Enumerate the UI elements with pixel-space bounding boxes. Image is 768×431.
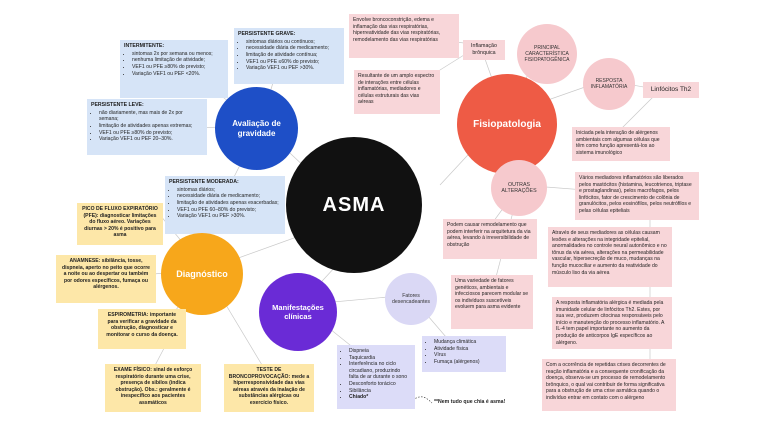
grave-title: PERSISTENTE GRAVE: xyxy=(238,31,296,37)
fator-item: Fumaça (alérgenos) xyxy=(434,359,502,366)
resposta-label: RESPOSTA INFLAMATÓRIA xyxy=(590,78,628,90)
grave-item: Variação VEF1 ou PEF >30%. xyxy=(246,65,340,72)
box-broncoprovocacao: TESTE DE BRONCOPROVOCAÇÃO: mede a hiperr… xyxy=(224,364,314,412)
box-intermitente: INTERMITENTE: sintomas 2x por semana ou … xyxy=(120,40,228,98)
box-ocorrencia: Com a ocorrência de repetidas crises dec… xyxy=(542,359,676,411)
grave-item: necessidade diária de medicamento; xyxy=(246,45,340,52)
box-exame-fisico: EXAME FÍSICO: sinal de esforço respirató… xyxy=(105,364,201,412)
intermitente-item: nenhuma limitação de atividade; xyxy=(132,57,224,64)
leve-item: VEF1 ou PFE ≥80% do previsto; xyxy=(99,130,203,137)
mediadores-text: Vários mediadores inflamatórios são libe… xyxy=(579,175,692,215)
center-node-asma: ASMA xyxy=(286,137,422,273)
ocorrencia-text: Com a ocorrência de repetidas crises dec… xyxy=(546,362,666,402)
box1-text: Envolve broncoconstrição, edema e inflam… xyxy=(353,17,441,43)
box-persistente-moderada: PERSISTENTE MODERADA: sintomas diários; … xyxy=(165,176,285,234)
leve-item: Variação VEF1 ou PEF 20–30%. xyxy=(99,136,203,143)
bronco-text: TESTE DE BRONCOPROVOCAÇÃO: mede a hiperr… xyxy=(228,367,310,407)
leve-item: não diariamente, mas mais de 2x por sema… xyxy=(99,110,203,123)
inflamacao-label: Inflamação brônquica xyxy=(471,43,497,56)
box-pfe: PICO DE FLUXO EXPIRATÓRIO (PFE): diagnos… xyxy=(77,203,163,245)
moderada-item: VEF1 ou PFE 60–80% do previsto; xyxy=(177,207,281,214)
box-fatores: Mudança climática Atividade física Vírus… xyxy=(422,336,506,372)
intermitente-item: VEF1 ou PFE ≥80% do previsto; xyxy=(132,64,224,71)
node-diagnostico: Diagnóstico xyxy=(161,233,243,315)
box-envolve: Envolve broncoconstrição, edema e inflam… xyxy=(349,14,459,58)
symptom-item: Taquicardia xyxy=(349,355,411,362)
node-manifestacoes: Manifestações clínicas xyxy=(259,273,337,351)
leve-item: limitação de atividades apenas extremas; xyxy=(99,123,203,130)
symptom-item: Desconforto torácico xyxy=(349,381,411,388)
box-resultante: Resultante de um amplo espectro de inter… xyxy=(354,70,440,114)
box-outras-2: Uma variedade de fatores genéticos, ambi… xyxy=(451,275,533,329)
box-persistente-grave: PERSISTENTE GRAVE: sintomas diários ou c… xyxy=(234,28,344,84)
moderada-item: necessidade diária de medicamento; xyxy=(177,193,281,200)
moderada-item: limitação de atividades apenas exacerbad… xyxy=(177,200,281,207)
outras2-text: Uma variedade de fatores genéticos, ambi… xyxy=(455,278,529,311)
moderada-title: PERSISTENTE MODERADA: xyxy=(169,179,239,185)
intermitente-item: sintomas 2x por semana ou menos; xyxy=(132,51,224,58)
intermitente-item: Variação VEF1 ou PEF <20%. xyxy=(132,71,224,78)
atraves-text: Através de seus mediadores as células ca… xyxy=(552,230,667,276)
manifestacoes-label: Manifestações clínicas xyxy=(272,302,324,321)
box-espirometria: ESPIROMETRIA: importante para verificar … xyxy=(98,309,186,349)
grave-item: limitação de atividade contínua; xyxy=(246,52,340,59)
moderada-item: sintomas diários; xyxy=(177,187,281,194)
fatores-label: Fatores desencadeantes xyxy=(391,293,431,305)
box-th2: Linfócitos Th2 xyxy=(643,82,699,98)
moderada-item: Variação VEF1 ou PEF >30%. xyxy=(177,213,281,220)
symptom-item: Sibilância xyxy=(349,388,411,395)
box-mediadores: Vários mediadores inflamatórios são libe… xyxy=(575,172,699,220)
node-fatores: Fatores desencadeantes xyxy=(385,273,437,325)
resposta-alergica-text: A resposta inflamatória alérgica é media… xyxy=(556,300,665,346)
principal-label: PRINCIPAL CARACTERÍSTICA FISIOPATOGÊNICA xyxy=(524,45,570,63)
symptom-item: Dispneia xyxy=(349,348,411,355)
fator-item: Vírus xyxy=(434,352,502,359)
box2-text: Resultante de um amplo espectro de inter… xyxy=(358,73,435,106)
leve-title: PERSISTENTE LEVE: xyxy=(91,102,144,108)
box-anamnese: ANAMNESE: sibilância, tosse, dispneia, a… xyxy=(56,255,156,303)
fisiopatologia-label: Fisiopatologia xyxy=(473,118,541,130)
symptom-item: Interferência no ciclo circadiano, produ… xyxy=(349,361,411,381)
node-resposta-inflamatoria: RESPOSTA INFLAMATÓRIA xyxy=(583,58,635,110)
box-outras-1: Podem causar remodelamento que podem int… xyxy=(443,219,537,259)
fator-item: Atividade física xyxy=(434,346,502,353)
anamnese-text: ANAMNESE: sibilância, tosse, dispneia, a… xyxy=(61,258,151,291)
espirometria-text: ESPIROMETRIA: importante para verificar … xyxy=(106,312,178,338)
outras1-text: Podem causar remodelamento que podem int… xyxy=(447,222,531,248)
th2-text: Iniciada pela interação de alérgenos amb… xyxy=(576,130,660,156)
box-persistente-leve: PERSISTENTE LEVE: não diariamente, mas m… xyxy=(87,99,207,155)
grave-item: VEF1 ou PFE ≤60% do previsto; xyxy=(246,59,340,66)
box-th2-texto: Iniciada pela interação de alérgenos amb… xyxy=(572,127,670,161)
th2-label: Linfócitos Th2 xyxy=(650,85,692,93)
pfe-text: PICO DE FLUXO EXPIRATÓRIO (PFE): diagnos… xyxy=(82,206,158,239)
node-fisiopatologia: Fisiopatologia xyxy=(457,74,557,174)
center-label: ASMA xyxy=(322,193,386,216)
node-outras-alteracoes: OUTRAS ALTERAÇÕES xyxy=(491,160,547,216)
box-atraves: Através de seus mediadores as células ca… xyxy=(548,227,672,287)
box-sintomas: Dispneia Taquicardia Interferência no ci… xyxy=(337,345,415,409)
symptom-item: Chiado* xyxy=(349,394,411,401)
exame-text: EXAME FÍSICO: sinal de esforço respirató… xyxy=(113,367,193,407)
intermitente-title: INTERMITENTE: xyxy=(124,43,165,49)
box-inflamacao: Inflamação brônquica xyxy=(463,40,505,60)
grave-item: sintomas diários ou contínuos; xyxy=(246,39,340,46)
fator-item: Mudança climática xyxy=(434,339,502,346)
nota-chiado: **Nem tudo que chia é asma! xyxy=(434,399,506,405)
node-avaliacao: Avaliação de gravidade xyxy=(215,87,298,170)
outras-label: OUTRAS ALTERAÇÕES xyxy=(501,182,537,194)
diagnostico-label: Diagnóstico xyxy=(176,269,228,279)
node-principal: PRINCIPAL CARACTERÍSTICA FISIOPATOGÊNICA xyxy=(517,24,577,84)
box-resposta-alergica: A resposta inflamatória alérgica é media… xyxy=(552,297,672,349)
avaliacao-label: Avaliação de gravidade xyxy=(232,118,281,138)
